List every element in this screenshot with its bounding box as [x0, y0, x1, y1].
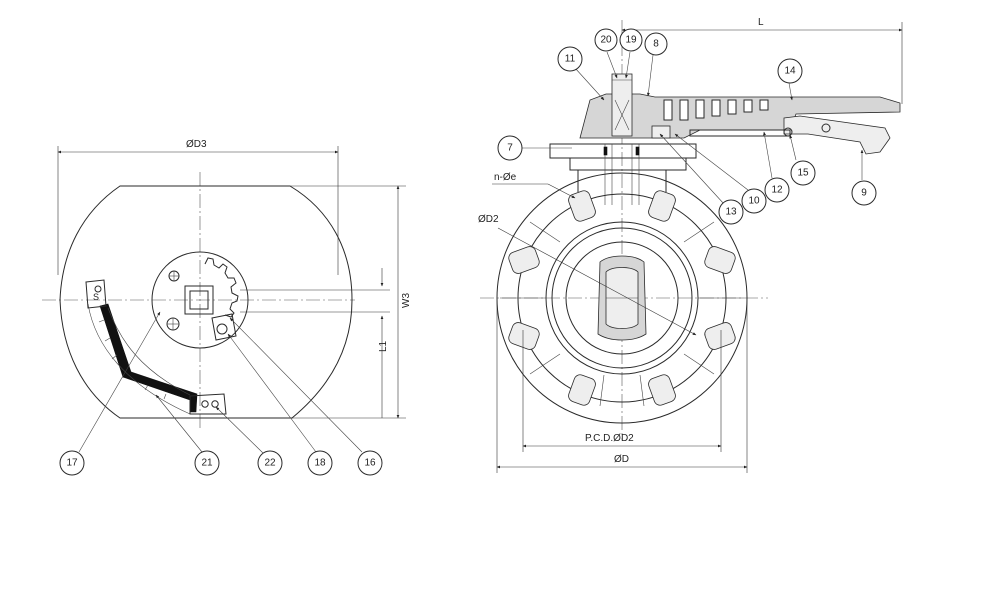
dim-ne-line [547, 183, 576, 199]
stem-top [611, 73, 633, 137]
stop-arc-ticks [98, 319, 167, 400]
body-ribs [500, 221, 744, 407]
dim-d-label: ØD [614, 454, 629, 465]
svg-text:8: 8 [653, 39, 659, 50]
right-view: ØD2 n-Øe P.C.D.ØD2 ØD [478, 17, 903, 473]
bubble-18: 18 [307, 450, 333, 476]
right-leader-lines [522, 51, 864, 205]
handle-ribs [663, 99, 769, 121]
lock-rod [689, 129, 791, 137]
svg-text:15: 15 [797, 168, 809, 179]
disc-outline [565, 241, 679, 355]
bubble-8: 8 [644, 32, 668, 56]
stop-arc-lower [122, 371, 198, 413]
stop-mark-s: S [93, 292, 99, 302]
bubble-13: 13 [718, 199, 744, 225]
dim-ne-label: n-Øe [494, 172, 517, 183]
svg-text:16: 16 [364, 458, 376, 469]
lever-pin [821, 123, 831, 133]
bubble-9: 9 [851, 180, 877, 206]
svg-text:18: 18 [314, 458, 326, 469]
left-leader-lines [78, 311, 363, 454]
lock-block [651, 125, 671, 139]
dim-pcd-label: P.C.D.ØD2 [585, 433, 634, 444]
lock-pawl [211, 313, 237, 341]
bubble-19: 19 [619, 28, 643, 52]
svg-text:10: 10 [748, 196, 760, 207]
dim-d3-label: ØD3 [186, 139, 207, 150]
stop-plate-bottom [189, 393, 227, 415]
svg-text:19: 19 [625, 35, 637, 46]
bubble-14: 14 [777, 58, 803, 84]
dim-d2-label: ØD2 [478, 214, 499, 225]
dim-d2-line [497, 227, 697, 336]
valve-body-outer [496, 172, 748, 424]
top-mounting-flange [549, 143, 697, 159]
svg-text:12: 12 [771, 185, 783, 196]
bubble-12: 12 [764, 177, 790, 203]
svg-text:11: 11 [565, 54, 576, 65]
handle-hub [151, 251, 249, 349]
bolt-lugs [508, 190, 736, 406]
dim-w3-label: W3 [401, 293, 412, 308]
stop-arc-upper [99, 303, 132, 378]
stop-plate-top [85, 279, 107, 309]
svg-text:22: 22 [264, 458, 276, 469]
stop-screw-bottom-2 [211, 400, 219, 408]
stop-arc-inner [107, 307, 191, 396]
bubble-17: 17 [59, 450, 85, 476]
dim-l-label: L [758, 17, 764, 28]
dim-l1-label: L1 [378, 340, 389, 352]
bubble-7: 7 [497, 135, 523, 161]
svg-text:14: 14 [784, 66, 796, 77]
stop-screw-top [94, 285, 102, 293]
pawl-pin [216, 323, 228, 335]
bubble-15: 15 [790, 160, 816, 186]
liner-inner [551, 227, 693, 369]
plate-outline [59, 185, 353, 419]
bubble-22: 22 [257, 450, 283, 476]
bubble-10: 10 [741, 188, 767, 214]
bubble-11: 11 [557, 46, 583, 72]
flange-neck [569, 157, 687, 171]
stem-square-outer [184, 285, 214, 315]
stop-screw-bottom-1 [201, 400, 209, 408]
svg-text:13: 13 [725, 207, 737, 218]
bubble-20: 20 [594, 28, 618, 52]
stem-square-inner [189, 290, 209, 310]
svg-text:17: 17 [66, 458, 78, 469]
svg-text:7: 7 [507, 143, 513, 154]
svg-text:9: 9 [861, 188, 867, 199]
gear-teeth [204, 257, 239, 318]
svg-text:21: 21 [201, 458, 213, 469]
handle-lever [783, 115, 891, 155]
bubble-16: 16 [357, 450, 383, 476]
stop-arc-outer [87, 303, 191, 415]
left-view: S ØD3 W3 L1 [42, 139, 412, 476]
bubble-21: 21 [194, 450, 220, 476]
svg-text:20: 20 [600, 35, 612, 46]
